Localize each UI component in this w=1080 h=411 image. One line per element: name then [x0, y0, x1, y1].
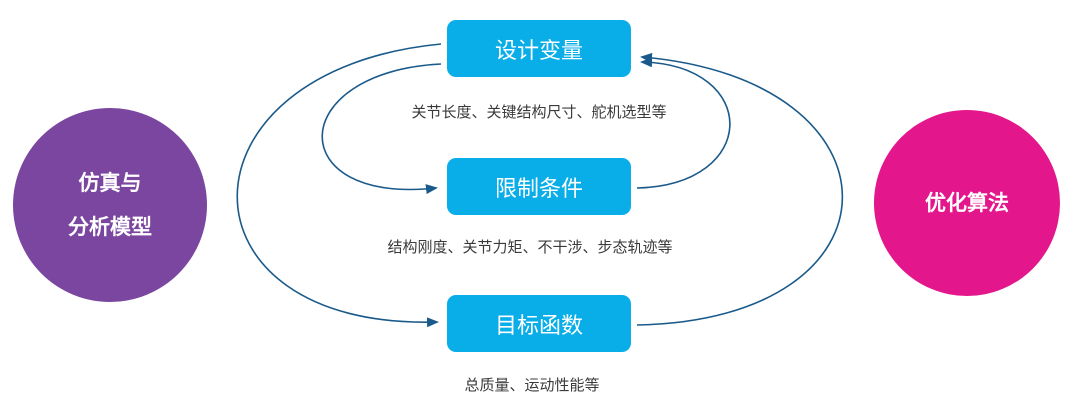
optimization-algorithm-label: 优化算法 [925, 191, 1009, 215]
arrow-constraints-to-variables [636, 57, 731, 189]
design-variables-box: 设计变量 [447, 20, 631, 77]
design-variables-label: 设计变量 [494, 38, 583, 64]
constraints-box: 限制条件 [447, 158, 631, 215]
constraints-caption: 结构刚度、关节力矩、不干涉、步态轨迹等 [387, 238, 673, 256]
objective-function-box: 目标函数 [447, 295, 631, 352]
constraints-label: 限制条件 [494, 176, 583, 202]
objective-function-caption: 总质量、运动性能等 [464, 376, 600, 394]
simulation-model-circle: 仿真与 分析模型 [13, 108, 207, 302]
objective-function-label: 目标函数 [494, 313, 583, 339]
arrow-variables-to-constraints [321, 63, 442, 195]
simulation-model-label-line2: 分析模型 [68, 215, 152, 239]
arrow-objective-to-variables [636, 52, 844, 326]
design-variables-caption: 关节长度、关键结构尺寸、舵机选型等 [411, 103, 667, 121]
optimization-algorithm-circle: 优化算法 [874, 110, 1060, 296]
arrow-variables-to-objective [236, 43, 442, 328]
simulation-model-label-line1: 仿真与 [78, 171, 142, 195]
